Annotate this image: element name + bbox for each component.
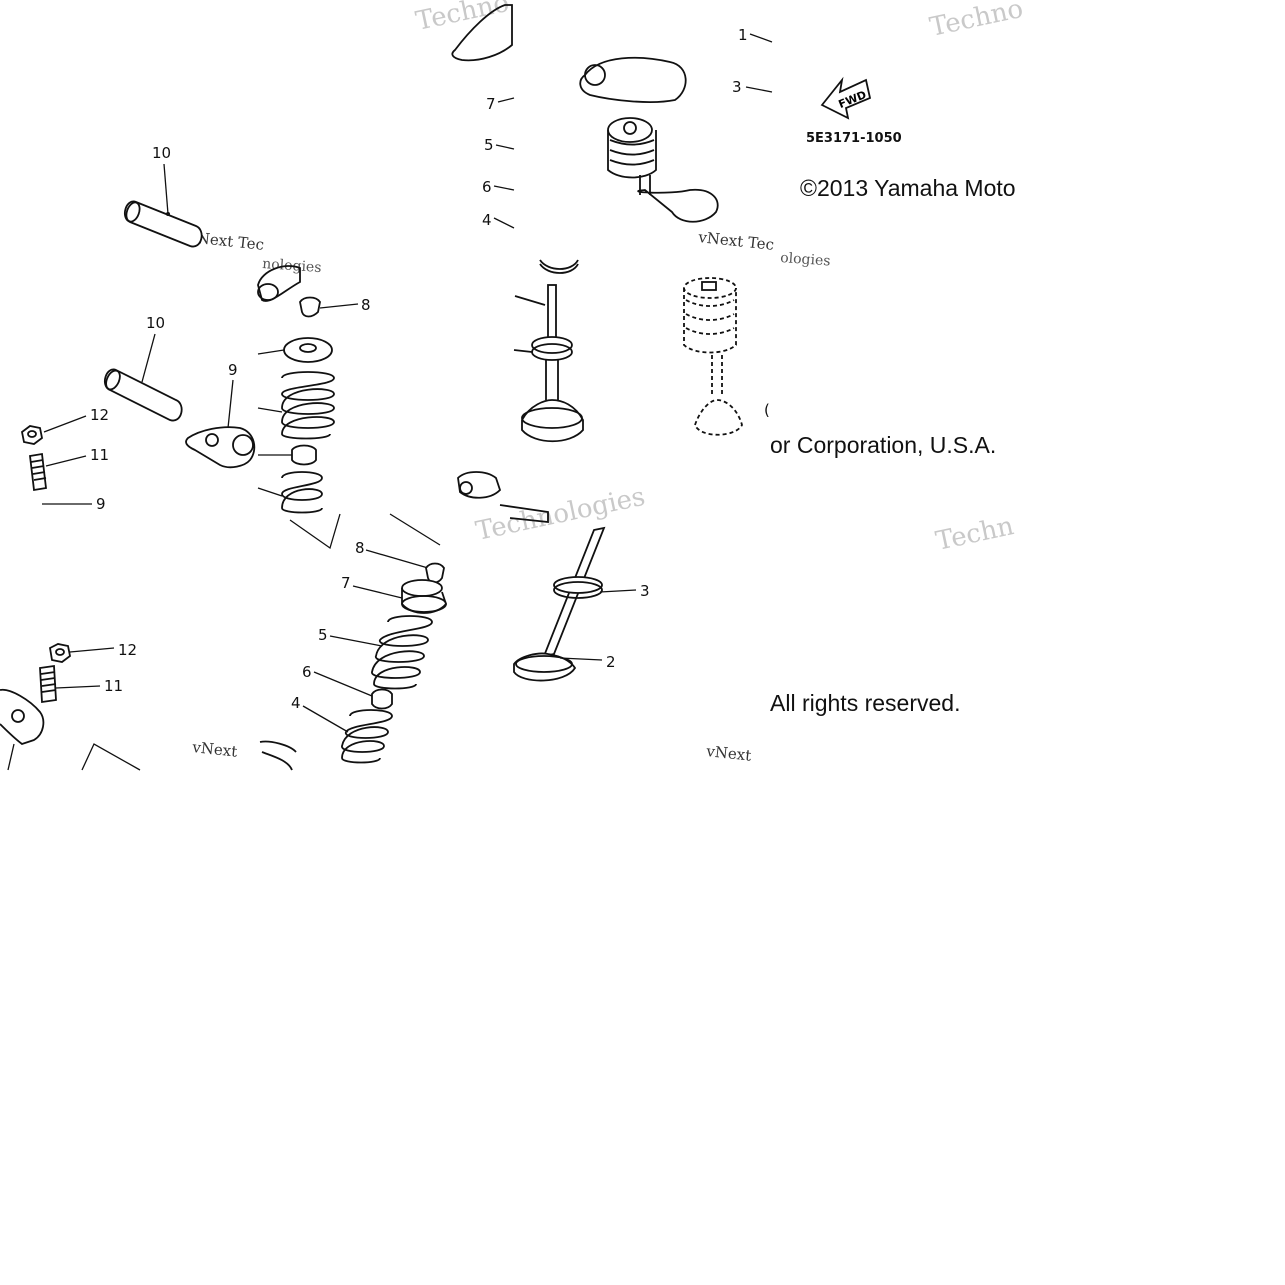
callout-label: 10 bbox=[152, 144, 171, 162]
callout-label: 9 bbox=[228, 361, 238, 379]
watermark: vNext Tec bbox=[697, 228, 775, 254]
callout-label: 6 bbox=[482, 178, 492, 196]
callout-label: 8 bbox=[361, 296, 371, 314]
copyright-line-2: or Corporation, U.S.A. bbox=[770, 432, 996, 458]
callout-label: 7 bbox=[341, 574, 351, 592]
bottom-valve-assembly: 8 7 5 6 4 3 2 12 11 bbox=[0, 526, 650, 771]
callout-label: 7 bbox=[486, 95, 496, 113]
callout-label: 11 bbox=[104, 677, 123, 695]
watermark: vNext bbox=[191, 738, 239, 761]
callout-label: 12 bbox=[90, 406, 109, 424]
watermark: ologies bbox=[780, 250, 831, 269]
mid-rocker-fragment bbox=[457, 471, 549, 523]
callout-label: 1 bbox=[738, 26, 748, 44]
callout-label: ( bbox=[764, 401, 770, 419]
callout-label: 10 bbox=[146, 314, 165, 332]
callout-label: 12 bbox=[118, 641, 137, 659]
callout-label: 5 bbox=[318, 626, 328, 644]
copyright-line-1: ©2013 Yamaha Moto bbox=[800, 175, 1016, 201]
callout-label: 5 bbox=[484, 136, 494, 154]
left-rocker-assembly: 10 8 10 9 12 bbox=[21, 144, 441, 550]
top-valve-assembly bbox=[451, 4, 719, 223]
callout-label: 11 bbox=[90, 446, 109, 464]
callout-label: 6 bbox=[302, 663, 312, 681]
part-code: 5E3171-1050 bbox=[806, 131, 902, 146]
watermark: Techno bbox=[413, 0, 512, 37]
watermark: Techn bbox=[933, 511, 1017, 557]
top-callouts: 1 3 7 5 6 4 bbox=[482, 26, 773, 229]
watermarks: Techno Techno vNext Tec vNext Tec vNext … bbox=[187, 0, 1026, 765]
callout-label: 4 bbox=[291, 694, 301, 712]
right-valve-assembly: ( bbox=[683, 277, 770, 436]
callout-label: 3 bbox=[732, 78, 742, 96]
callout-label: 4 bbox=[482, 211, 492, 229]
copyright-line-3: All rights reserved. bbox=[770, 690, 960, 716]
callout-label: 3 bbox=[640, 582, 650, 600]
callout-label: 8 bbox=[355, 539, 365, 557]
watermark: Techno bbox=[927, 0, 1026, 43]
watermark: vNext bbox=[705, 742, 753, 765]
center-valve-assembly bbox=[513, 259, 584, 443]
callout-label: 2 bbox=[606, 653, 616, 671]
forward-arrow: FWD bbox=[820, 76, 872, 120]
callout-label: 9 bbox=[96, 495, 106, 513]
